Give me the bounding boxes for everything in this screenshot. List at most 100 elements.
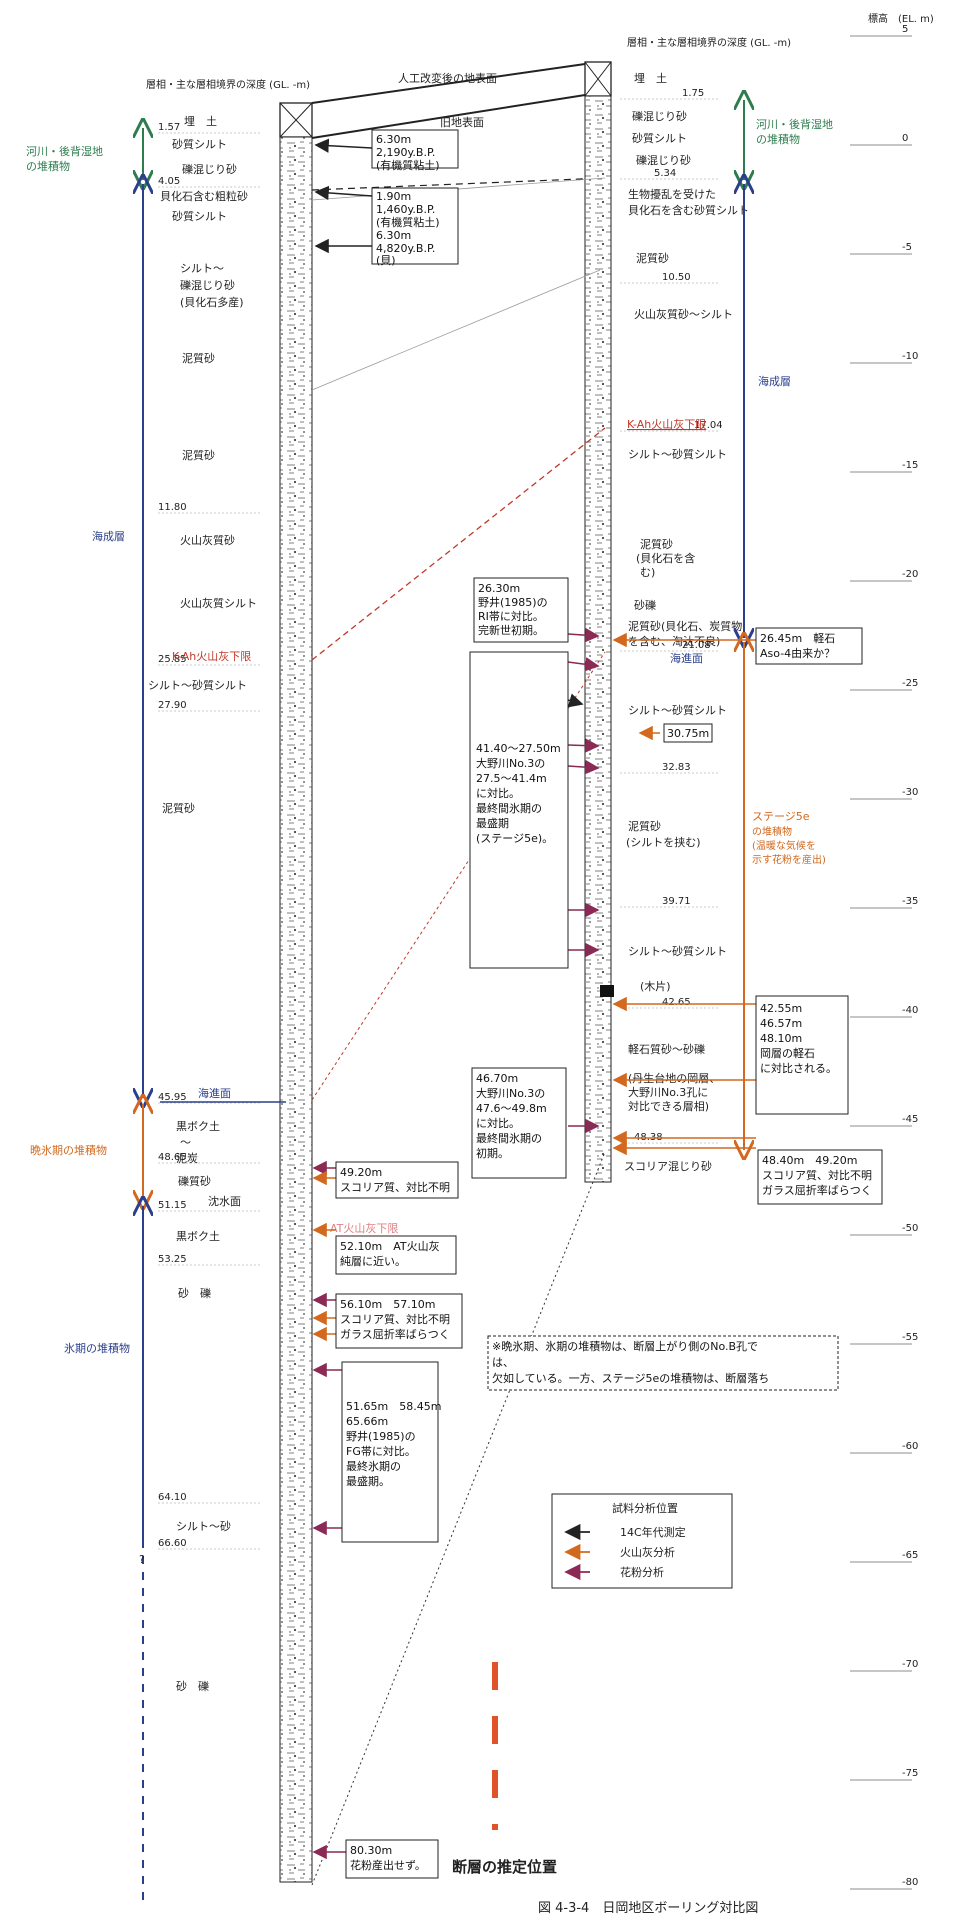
old-surface-label: 旧地表面 (440, 115, 484, 129)
box-5610-line: ガラス屈折率ばらつく (340, 1327, 450, 1341)
right-boring-header: 層相・主な層相境界の深度 (GL. -m) (627, 36, 791, 49)
left-river-unit-1: 河川・後背湿地 (26, 144, 103, 158)
right-layer-label: シルト～砂質シルト (628, 447, 727, 461)
right-layer-label: 大野川No.3孔に (628, 1085, 708, 1099)
box-5610-line: 56.10m 57.10m (340, 1298, 435, 1311)
left-depth: 11.80 (158, 502, 187, 513)
sample-arrow (314, 138, 373, 153)
box-4670-line: に対比。 (476, 1116, 520, 1130)
right-layer-label: を含む、淘汰不良) (628, 634, 720, 648)
sample-arrows (312, 138, 756, 1860)
box-4140-line: 41.40～27.50m (476, 742, 561, 755)
left-layer-label: 礫混じり砂 (182, 162, 237, 176)
sample-arrow (567, 627, 600, 643)
sample-arrow (567, 657, 600, 672)
left-transgression-marker: 海進面 (198, 1086, 231, 1100)
box-4840-line: ガラス屈折率ばらつく (762, 1183, 872, 1197)
right-stage5e-4: 示す花粉を産出) (752, 853, 826, 866)
left-layer-label: シルト～ (180, 262, 224, 275)
box-4255-line: 岡層の軽石 (760, 1047, 815, 1060)
sample-arrow (567, 693, 584, 708)
elevation-tick-label: -75 (902, 1768, 918, 1779)
right-layer-label: (貝化石を含 (636, 551, 695, 565)
left-layer-label: 砂 礫 (178, 1286, 211, 1300)
left-depth: 25.85 (158, 654, 187, 665)
elevation-tick-label: -80 (902, 1877, 918, 1888)
left-boring-log (279, 136, 313, 1883)
right-layer-label: (丹生台地の岡層、 (628, 1071, 720, 1085)
right-layer-label: シルト～砂質シルト (628, 944, 727, 958)
elevation-tick-label: -65 (902, 1550, 918, 1561)
left-layer-label: 泥質砂 (182, 351, 215, 365)
right-stage5e-3: (温暖な気候を (752, 839, 816, 852)
elevation-tick-label: -40 (902, 1005, 918, 1016)
right-river-unit-2: の堆積物 (756, 132, 800, 146)
right-layer-label: シルト～砂質シルト (628, 703, 727, 717)
sample-arrow (314, 185, 373, 201)
right-layer-label: 火山灰質砂～シルト (634, 307, 733, 321)
box-5165-line: 野井(1985)の (346, 1429, 416, 1443)
box-4840-line: スコリア質、対比不明 (762, 1168, 872, 1182)
correlation-lines (311, 177, 606, 1886)
sample-arrow (567, 759, 600, 775)
box-2645-line: 26.45m 軽石 (760, 632, 835, 645)
box-2645-line: Aso-4由来か？ (760, 646, 835, 660)
right-depth: 21.08 (682, 640, 711, 651)
elevation-tick-label: -35 (902, 896, 918, 907)
left-depth: 66.60 (158, 1538, 187, 1549)
left-glacial-unit: 氷期の堆積物 (64, 1341, 130, 1355)
right-layer-label: 泥質砂 (628, 819, 661, 833)
box-8030-line: 花粉産出せず。 (350, 1858, 426, 1872)
box-2630-line: 完新世初期。 (478, 623, 544, 637)
left-layer-label: 火山灰質シルト (180, 596, 257, 610)
left-layer-label: 砂質シルト (172, 137, 227, 151)
right-depth: 42.65 (662, 997, 691, 1008)
left-layer-label: 泥質砂 (162, 801, 195, 815)
c14-1a: 6.30m (376, 133, 411, 146)
sample-arrow (567, 738, 600, 753)
right-layer-label: 貝化石を含む砂質シルト (628, 203, 749, 217)
c14-3c: (貝) (376, 254, 396, 267)
right-depth: 10.50 (662, 272, 691, 283)
c14-2c: (有機質粘土) (376, 215, 440, 229)
left-depth: 45.95 (158, 1092, 187, 1103)
elevation-tick-label: -70 (902, 1659, 918, 1670)
left-at-marker: AT火山灰下限 (330, 1221, 398, 1235)
left-river-unit-2: の堆積物 (26, 159, 70, 173)
note-line: ※晩氷期、氷期の堆積物は、断層上がり側のNo.B孔で (492, 1339, 758, 1353)
elevation-tick-label: -5 (902, 242, 912, 253)
right-layer-label: 対比できる層相) (628, 1099, 709, 1113)
right-transgression-marker: 海進面 (670, 651, 703, 665)
box-4140-line: (ステージ5e)。 (476, 832, 553, 845)
left-depth: 64.10 (158, 1492, 187, 1503)
left-depth: 4.05 (158, 176, 180, 187)
box-5165-line: 65.66m (346, 1415, 388, 1428)
box-2630-line: 26.30m (478, 582, 520, 595)
box-4255-line: 48.10m (760, 1032, 802, 1045)
right-layer-label: 埋 土 (634, 72, 667, 85)
left-layer-label: シルト～砂質シルト (148, 678, 247, 692)
note-line: 欠如している。一方、ステージ5eの堆積物は、断層落ち (492, 1371, 769, 1385)
left-depth: 51.15 (158, 1200, 187, 1211)
left-layer-label: 貝化石含む粗粒砂 (160, 189, 248, 203)
right-layer-label: 泥質砂 (636, 251, 669, 265)
left-layer-label: 埋 土 (184, 115, 217, 128)
right-stage5e-1: ステージ5e (752, 810, 810, 823)
left-layer-label: 泥炭 (176, 1152, 198, 1165)
elevation-tick-label: -45 (902, 1114, 918, 1125)
left-boring-header: 層相・主な層相境界の深度 (GL. -m) (146, 78, 310, 91)
box-5165-line: 最盛期。 (346, 1474, 390, 1488)
left-layer-label: 黒ボク土 (176, 1230, 220, 1243)
left-depth: 27.90 (158, 700, 187, 711)
elevation-tick-label: 0 (902, 133, 908, 144)
right-boring-log (584, 95, 612, 1183)
right-depth: 17.04 (694, 420, 723, 431)
annotation-boxes: 6.30m 2,190y.B.P. (有機質粘土) 1.90m 1,460y.B… (335, 129, 883, 1879)
elevation-tick-label: -25 (902, 678, 918, 689)
right-marine-unit: 海成層 (758, 374, 791, 388)
elevation-axis: 標高 (EL. m) 50-5-10-15-20-25-30-35-40-45-… (850, 12, 934, 1890)
left-kah-marker: K-Ah火山灰下限 (172, 649, 251, 663)
box-5210-line: 純層に近い。 (340, 1255, 406, 1268)
